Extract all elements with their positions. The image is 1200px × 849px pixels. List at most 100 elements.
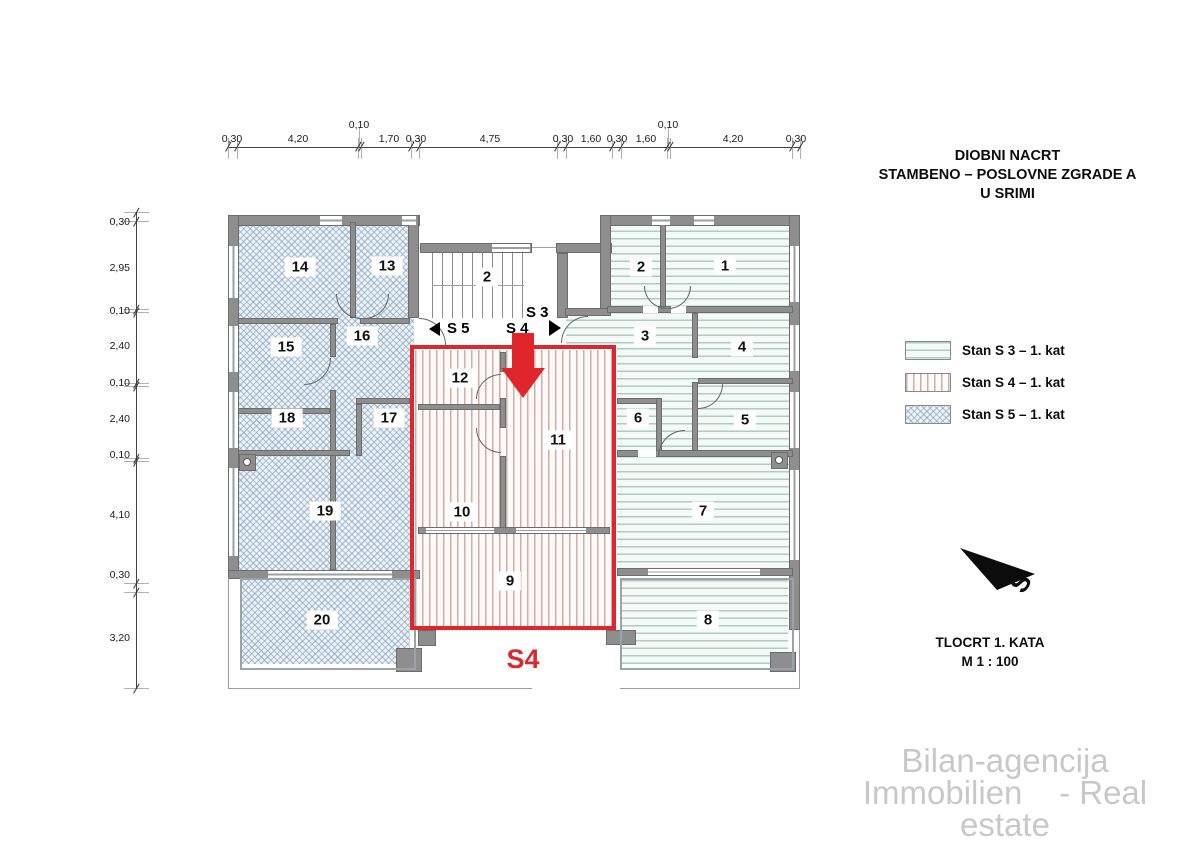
dimension-tick	[621, 138, 622, 159]
room-number: 17	[373, 408, 405, 428]
legend-label-s5: Stan S 5 – 1. kat	[962, 407, 1065, 422]
dimension-tick	[361, 138, 362, 159]
wall	[238, 318, 338, 324]
wall	[600, 215, 611, 315]
title-line-2: STAMBENO – POSLOVNE ZGRADE A	[878, 167, 1137, 183]
north-arrow-icon: S	[960, 548, 1038, 598]
room-number: 8	[696, 610, 720, 630]
terrace-outline	[240, 578, 416, 670]
room-number: 10	[446, 502, 478, 522]
wall	[698, 378, 793, 384]
apartment-fill	[622, 580, 788, 664]
dim-label: 2,40	[109, 413, 130, 425]
room-number: 6	[626, 408, 650, 428]
wall	[770, 652, 796, 672]
legend-swatch-s4	[905, 373, 951, 392]
dimension-tick	[419, 138, 420, 159]
wall	[356, 404, 362, 456]
room-number: 3	[633, 326, 657, 346]
window	[426, 528, 494, 533]
room-number: 11	[543, 430, 573, 450]
dim-label: 0,10	[109, 377, 130, 389]
dim-label: 3,20	[109, 632, 130, 644]
legend: Stan S 3 – 1. kat Stan S 4 – 1. kat Stan…	[905, 341, 1065, 437]
window	[648, 569, 760, 575]
dimension-tick	[792, 138, 793, 159]
window	[790, 392, 799, 448]
locator-arrow-shaft	[512, 333, 534, 369]
dimension-tick	[800, 138, 801, 159]
title-line-1: DIOBNI NACRT	[954, 148, 1061, 164]
window	[229, 468, 238, 556]
wall	[656, 398, 662, 456]
dim-label: 0,30	[785, 133, 807, 145]
dim-label: 4,20	[722, 133, 744, 145]
wall	[500, 456, 506, 530]
arrow-right-icon	[549, 320, 561, 336]
room-number: 15	[270, 337, 302, 357]
window	[402, 216, 416, 225]
wall	[418, 630, 436, 646]
dim-label: 0,30	[109, 569, 130, 581]
footprint-line	[620, 688, 800, 689]
legend-swatch-s5	[905, 405, 951, 424]
north-arrow-needle	[960, 548, 1035, 590]
dim-label: 0,30	[221, 133, 243, 145]
caption-line-2: M 1 : 100	[961, 654, 1019, 669]
dim-label: 1,70	[378, 133, 400, 145]
dimension-tick	[566, 138, 567, 159]
dimension-tick	[612, 138, 613, 159]
wall	[330, 324, 336, 357]
wall	[565, 308, 611, 316]
footprint-line	[799, 630, 800, 688]
apartment-fill	[236, 223, 414, 572]
legend-item-s3: Stan S 3 – 1. kat	[905, 341, 1065, 360]
column-marker	[239, 454, 256, 471]
wall	[556, 243, 612, 253]
dimension-tick	[237, 138, 238, 159]
agency-watermark: Bilan-agencija Immobilien - Real estate	[820, 744, 1190, 843]
room-number: 14	[284, 257, 316, 277]
apartment-fill	[242, 580, 410, 664]
footprint-line	[532, 247, 556, 248]
locator-arrow-icon	[501, 368, 545, 398]
window	[492, 244, 530, 252]
legend-label-s3: Stan S 3 – 1. kat	[962, 343, 1065, 358]
dim-label: 2,40	[109, 340, 130, 352]
wall	[500, 352, 506, 372]
room-number: 13	[371, 256, 403, 276]
window	[320, 216, 342, 225]
room-number: 18	[271, 408, 303, 428]
nav-label-s3: S 3	[526, 304, 549, 321]
dim-label: 1,60	[635, 133, 657, 145]
wall	[418, 527, 610, 534]
arrow-left-icon	[429, 322, 440, 336]
dim-label: 0,30	[552, 133, 574, 145]
dim-label: 0,10	[109, 305, 130, 317]
apartment-s4-caption: S4	[506, 644, 540, 674]
drawing-title: DIOBNI NACRT STAMBENO – POSLOVNE ZGRADE …	[855, 147, 1160, 204]
dim-label: 4,10	[109, 509, 130, 521]
room-number: 7	[691, 501, 715, 521]
dimension-tick	[670, 138, 671, 159]
window	[790, 325, 799, 371]
window	[790, 246, 799, 302]
dim-label: 1,60	[580, 133, 602, 145]
dimension-tick	[411, 138, 412, 159]
room-number: 16	[346, 326, 378, 346]
dimension-line-left	[136, 212, 137, 688]
title-line-3: U SRIMI	[980, 186, 1035, 202]
watermark-line-2: Immobilien - Real estate	[862, 774, 1148, 843]
dimension-tick	[557, 138, 558, 159]
door-opening	[638, 450, 656, 457]
dim-label: 2,95	[109, 262, 130, 274]
dimension-leader	[359, 127, 360, 147]
window	[229, 246, 238, 298]
apartment-fill	[566, 312, 792, 348]
column-marker	[771, 452, 788, 469]
window	[229, 392, 238, 448]
wall	[418, 404, 500, 410]
dim-label: 0,10	[348, 119, 370, 131]
window	[516, 528, 586, 533]
